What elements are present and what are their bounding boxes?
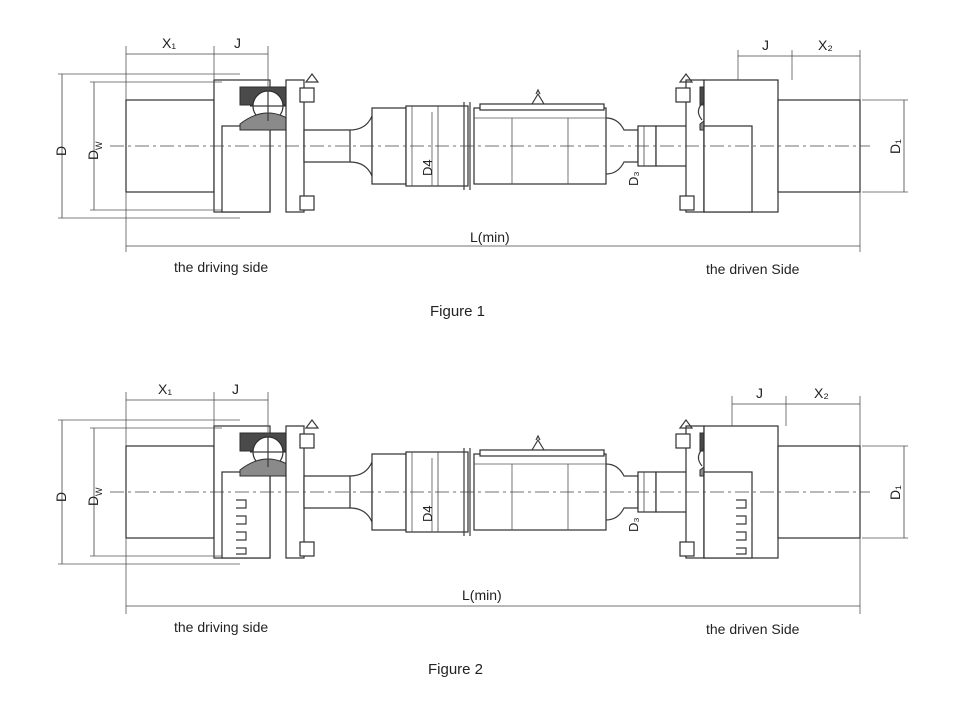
- shaft-assembly-2: [125, 419, 861, 559]
- label-x1: X₁: [158, 381, 172, 397]
- label-j-left: J: [232, 381, 239, 397]
- label-d: D: [53, 146, 69, 156]
- label-x1: X₁: [162, 35, 176, 51]
- label-dw: D W: [85, 487, 104, 506]
- label-j-left: J: [234, 35, 241, 51]
- label-d3: D₃: [626, 171, 641, 186]
- face-teeth: [236, 499, 747, 555]
- label-d4: D4: [420, 505, 435, 522]
- label-x2: X₂: [814, 385, 829, 401]
- svg-text:D: D: [85, 496, 101, 506]
- caption-figure-1: Figure 1: [430, 303, 485, 320]
- label-j-right: J: [762, 37, 769, 53]
- label-d3: D₃: [626, 517, 641, 532]
- label-driving-side: the driving side: [174, 259, 268, 275]
- label-length: L(min): [462, 587, 502, 603]
- shaft-assembly-1: [125, 73, 861, 213]
- label-driven-side: the driven Side: [706, 621, 800, 637]
- label-driven-side: the driven Side: [706, 261, 800, 277]
- svg-text:W: W: [94, 141, 104, 150]
- label-j-right: J: [756, 385, 763, 401]
- label-d4: D4: [420, 159, 435, 176]
- label-x2: X₂: [818, 37, 833, 53]
- label-dw: D W: [85, 141, 104, 160]
- label-d: D: [53, 492, 69, 502]
- label-d1: D₁: [887, 485, 903, 500]
- caption-figure-2: Figure 2: [428, 661, 483, 678]
- label-length: L(min): [470, 229, 510, 245]
- figure-2: X₁ J J X₂ D D W D₁ D4 D₃ L(min) the driv…: [53, 381, 908, 678]
- figure-1: X₁ J J X₂ D D W D₁ D4 D₃ L(min) the driv…: [53, 35, 908, 320]
- label-driving-side: the driving side: [174, 619, 268, 635]
- svg-text:D: D: [85, 150, 101, 160]
- label-d1: D₁: [887, 139, 903, 154]
- svg-text:W: W: [94, 487, 104, 496]
